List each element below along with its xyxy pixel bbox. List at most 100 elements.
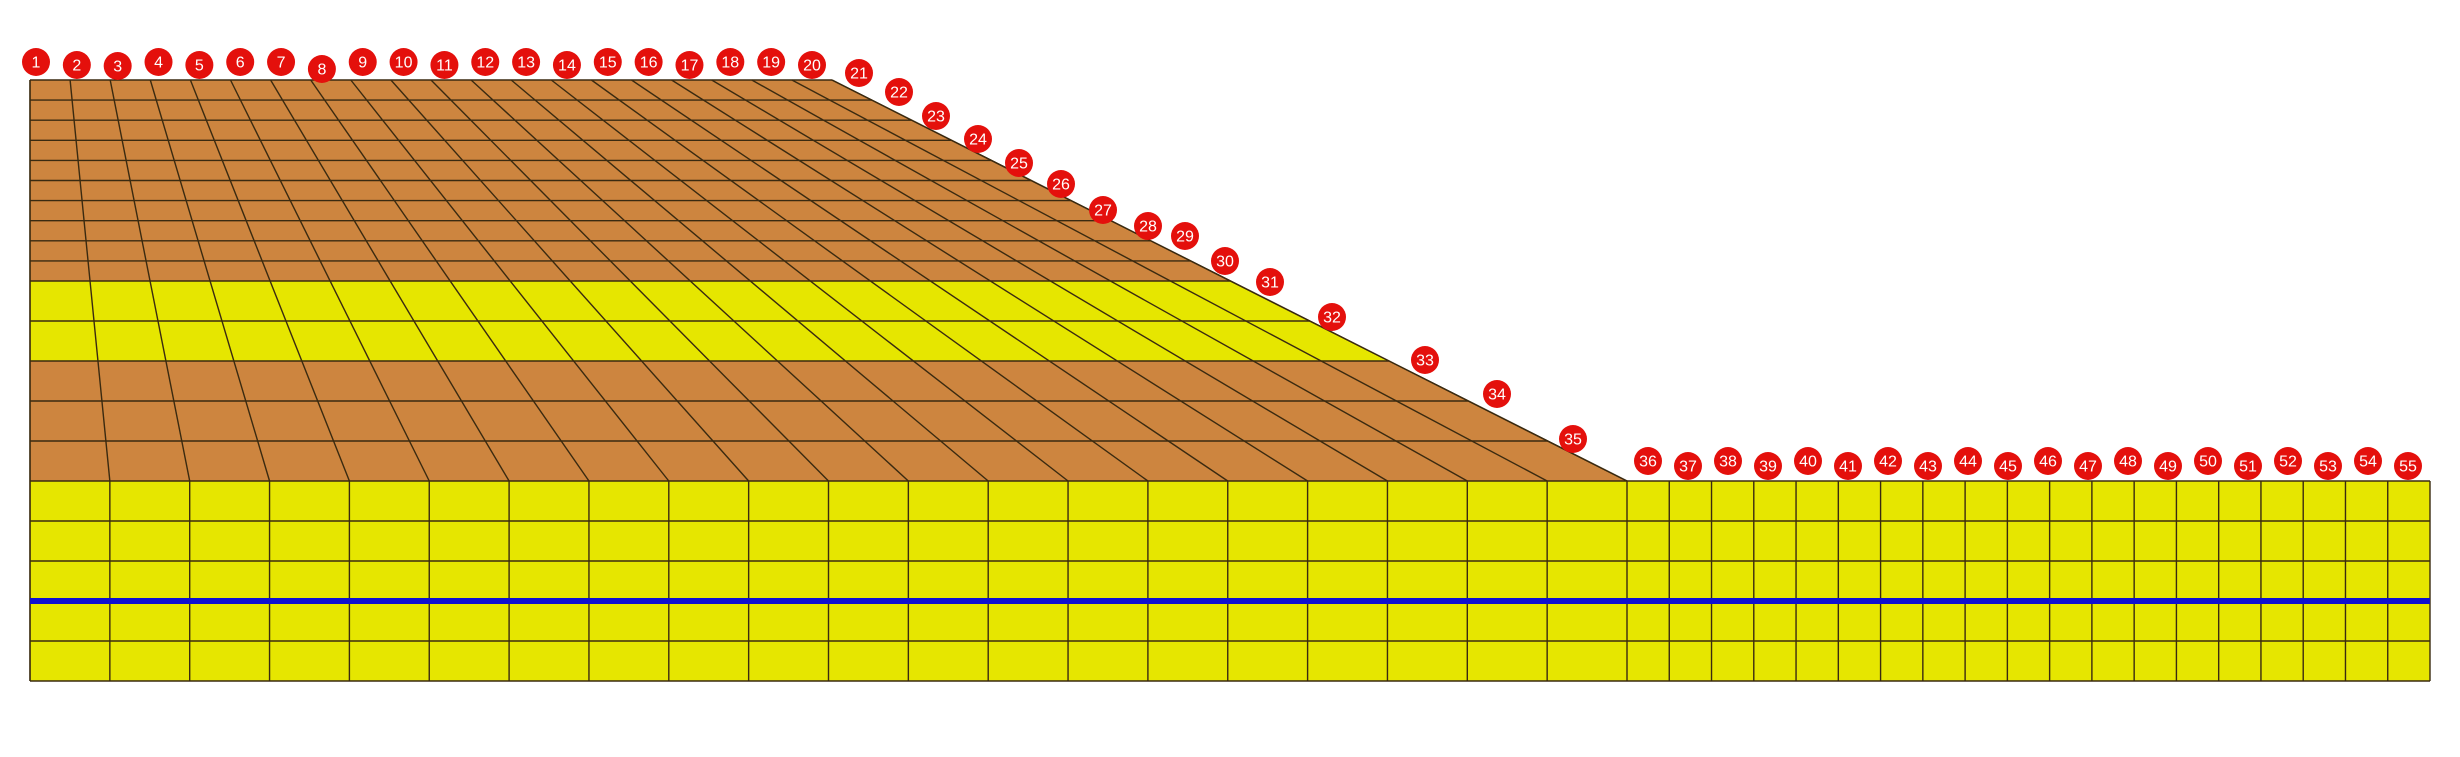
- node-marker-label: 55: [2399, 459, 2417, 476]
- node-marker-37: 37: [1674, 452, 1702, 480]
- node-marker-label: 17: [681, 58, 699, 75]
- node-marker-label: 29: [1176, 229, 1194, 246]
- node-marker-label: 10: [395, 55, 413, 72]
- mesh-column-8: [350, 79, 670, 482]
- node-marker-48: 48: [2114, 447, 2142, 475]
- node-marker-36: 36: [1634, 447, 1662, 475]
- node-marker-circle: [2274, 447, 2302, 475]
- node-marker-3: 3: [103, 52, 132, 80]
- mesh-column-17: [711, 79, 1388, 482]
- node-marker-circle: [552, 51, 581, 79]
- node-marker-54: 54: [2354, 447, 2382, 475]
- node-marker-circle: [964, 125, 992, 153]
- node-marker-label: 38: [1719, 454, 1737, 471]
- node-marker-label: 24: [969, 132, 987, 149]
- node-marker-50: 50: [2194, 447, 2222, 475]
- mesh-column-13: [550, 79, 1069, 482]
- node-marker-label: 20: [803, 58, 821, 75]
- node-marker-circle: [1047, 170, 1075, 198]
- node-marker-33: 33: [1411, 346, 1439, 374]
- node-marker-20: 20: [798, 51, 826, 79]
- node-marker-label: 40: [1799, 454, 1817, 471]
- mesh-column-19: [791, 79, 1548, 482]
- foundation-layer-4: [30, 601, 2430, 641]
- node-marker-label: 48: [2119, 454, 2137, 471]
- node-marker-6: 6: [226, 48, 255, 76]
- embankment-layer-3: [30, 120, 952, 141]
- node-marker-35: 35: [1559, 425, 1587, 453]
- node-marker-circle: [675, 51, 704, 79]
- embankment-layer-2: [30, 100, 912, 121]
- node-marker-label: 16: [640, 55, 658, 72]
- embankment-layer-1: [30, 80, 872, 101]
- node-marker-label: 46: [2039, 454, 2057, 471]
- node-marker-label: 18: [721, 55, 739, 72]
- node-marker-circle: [2194, 447, 2222, 475]
- node-marker-39: 39: [1754, 452, 1782, 480]
- node-marker-circle: [226, 48, 255, 76]
- node-marker-circle: [1834, 452, 1862, 480]
- node-marker-label: 25: [1010, 156, 1028, 173]
- embankment-layer-12: [30, 321, 1390, 361]
- node-marker-45: 45: [1994, 452, 2022, 480]
- node-marker-circle: [1914, 452, 1942, 480]
- node-marker-circle: [1634, 447, 1662, 475]
- node-marker-circle: [1483, 380, 1511, 408]
- node-marker-label: 51: [2239, 459, 2257, 476]
- node-marker-circle: [430, 51, 459, 79]
- node-marker-47: 47: [2074, 452, 2102, 480]
- node-marker-2: 2: [62, 51, 91, 79]
- node-marker-label: 5: [195, 58, 204, 75]
- node-marker-circle: [1559, 425, 1587, 453]
- mesh-column-1: [69, 79, 111, 482]
- node-marker-circle: [2034, 447, 2062, 475]
- node-marker-circle: [62, 51, 91, 79]
- node-marker-label: 32: [1323, 310, 1341, 327]
- node-marker-circle: [348, 48, 377, 76]
- node-marker-circle: [1318, 303, 1346, 331]
- node-marker-30: 30: [1211, 247, 1239, 275]
- mesh-column-14: [590, 79, 1149, 482]
- node-marker-circle: [1256, 268, 1284, 296]
- node-marker-circle: [1714, 447, 1742, 475]
- node-marker-32: 32: [1318, 303, 1346, 331]
- node-marker-23: 23: [922, 102, 950, 130]
- node-marker-41: 41: [1834, 452, 1862, 480]
- node-marker-circle: [1134, 212, 1162, 240]
- node-marker-label: 34: [1488, 387, 1506, 404]
- node-marker-circle: [389, 48, 418, 76]
- node-marker-11: 11: [430, 51, 459, 79]
- node-marker-1: 1: [22, 48, 50, 76]
- node-marker-label: 9: [358, 55, 367, 72]
- node-marker-42: 42: [1874, 447, 1902, 475]
- node-marker-5: 5: [185, 51, 214, 79]
- node-marker-label: 3: [113, 59, 122, 76]
- node-marker-55: 55: [2394, 452, 2422, 480]
- node-marker-label: 53: [2319, 459, 2337, 476]
- embankment-layer-11: [30, 281, 1310, 321]
- node-marker-label: 2: [72, 58, 81, 75]
- mesh-column-11: [470, 79, 909, 482]
- mesh-column-3: [149, 79, 271, 482]
- node-marker-label: 47: [2079, 459, 2097, 476]
- soil-layer-fills: [30, 80, 2430, 681]
- node-marker-28: 28: [1134, 212, 1162, 240]
- node-marker-circle: [798, 51, 826, 79]
- node-marker-29: 29: [1171, 222, 1199, 250]
- node-marker-circle: [634, 48, 663, 76]
- embankment-layer-7: [30, 200, 1111, 221]
- node-marker-34: 34: [1483, 380, 1511, 408]
- node-marker-circle: [144, 48, 173, 76]
- foundation-layer-5: [30, 641, 2430, 681]
- node-marker-25: 25: [1005, 149, 1033, 177]
- node-marker-circle: [1411, 346, 1439, 374]
- foundation-layer-3: [30, 561, 2430, 601]
- node-marker-label: 31: [1261, 275, 1279, 292]
- node-marker-label: 7: [277, 55, 286, 72]
- node-marker-27: 27: [1089, 196, 1117, 224]
- node-marker-38: 38: [1714, 447, 1742, 475]
- node-marker-label: 49: [2159, 459, 2177, 476]
